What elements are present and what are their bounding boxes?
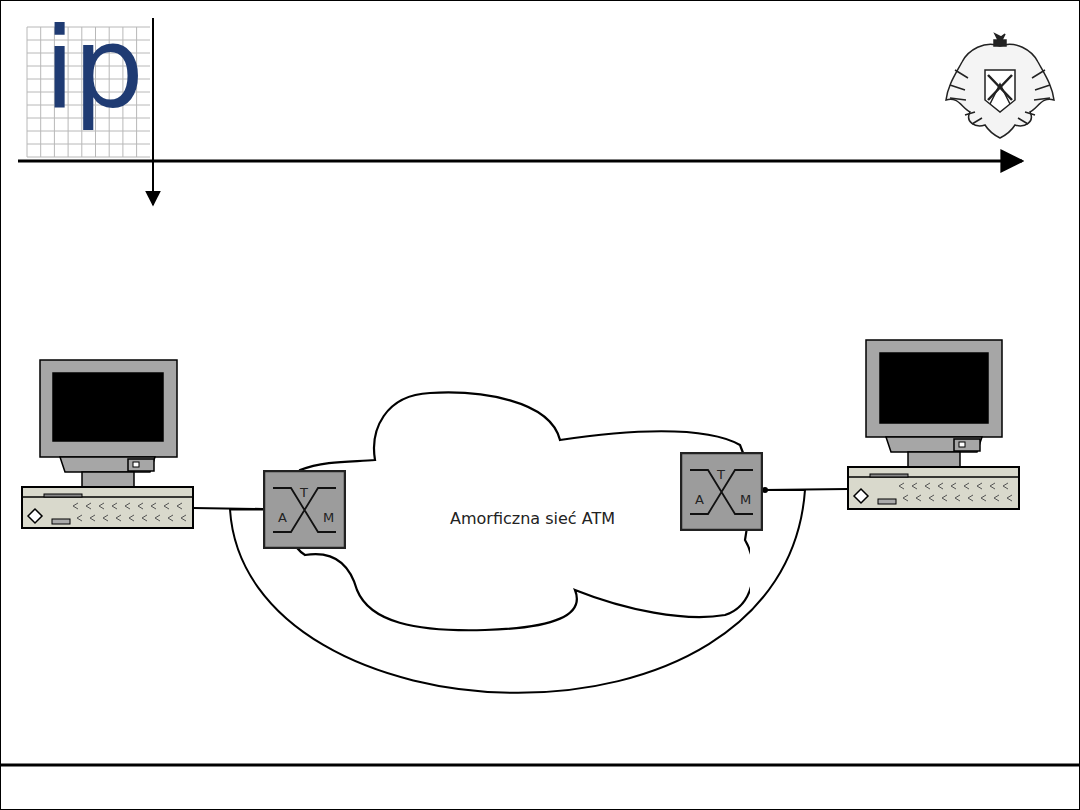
vent-mark	[955, 495, 960, 501]
vent-mark	[138, 503, 143, 509]
vent-mark	[90, 515, 95, 521]
vent-mark	[103, 515, 108, 521]
switch-letter: M	[740, 493, 751, 506]
vent-mark	[977, 483, 982, 489]
vent-mark	[925, 483, 930, 489]
grid-line	[27, 157, 150, 158]
vent-mark	[155, 515, 160, 521]
header-axis	[152, 18, 154, 205]
vent-mark	[116, 515, 121, 521]
vent-mark	[73, 503, 78, 509]
switch-body	[264, 471, 345, 548]
vent-mark	[77, 515, 82, 521]
vent-mark	[951, 483, 956, 489]
switch-letter: A	[278, 511, 287, 524]
switch-symbol	[263, 470, 346, 549]
vent-mark	[916, 495, 921, 501]
grid-line	[27, 131, 150, 132]
switch-letter: T	[717, 468, 725, 481]
footer-rule	[0, 764, 1080, 767]
vent-mark	[968, 495, 973, 501]
logo-text: ip	[44, 12, 142, 124]
header-axis	[18, 160, 1022, 163]
vent-mark	[903, 495, 908, 501]
vent-mark	[129, 515, 134, 521]
vent-mark	[177, 503, 182, 509]
vent-mark	[938, 483, 943, 489]
vent-mark	[929, 495, 934, 501]
vent-mark	[942, 495, 947, 501]
grid-line	[27, 144, 150, 145]
vent-mark	[899, 483, 904, 489]
atm-switch: TA M	[263, 470, 346, 549]
vent-mark	[125, 503, 130, 509]
computer-icon	[22, 360, 193, 528]
vent-mark	[990, 483, 995, 489]
vent-mark	[164, 503, 169, 509]
switch-body	[681, 453, 762, 530]
vent-mark	[151, 503, 156, 509]
switch-letter: A	[695, 493, 704, 506]
switch-symbol	[680, 452, 763, 531]
switch-letter: M	[323, 511, 334, 524]
computer-icon	[848, 340, 1019, 509]
switch-letter: T	[300, 486, 308, 499]
vent-mark	[1003, 483, 1008, 489]
vent-mark	[181, 515, 186, 521]
eagle-emblem	[946, 34, 1054, 138]
vent-mark	[112, 503, 117, 509]
vent-mark	[994, 495, 999, 501]
vent-mark	[142, 515, 147, 521]
vent-mark	[1007, 495, 1012, 501]
vent-mark	[912, 483, 917, 489]
vent-mark	[99, 503, 104, 509]
vent-mark	[86, 503, 91, 509]
vent-mark	[981, 495, 986, 501]
cloud-label: Amorficzna sieć ATM	[450, 509, 615, 528]
vent-mark	[964, 483, 969, 489]
vent-mark	[168, 515, 173, 521]
atm-switch: TA M	[680, 452, 763, 531]
